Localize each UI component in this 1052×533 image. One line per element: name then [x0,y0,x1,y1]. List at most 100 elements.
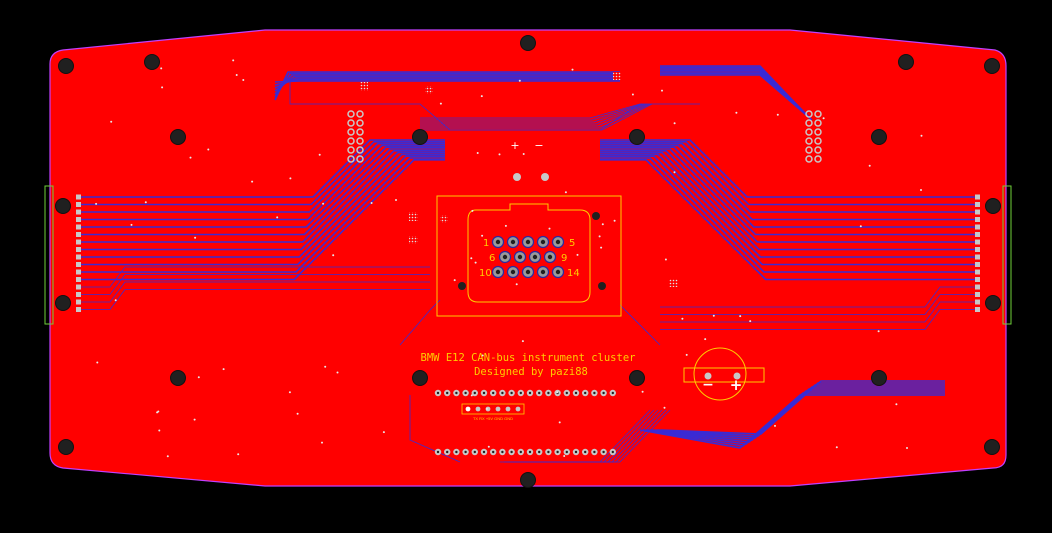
battery-minus-label: − [702,377,714,393]
connector-body-outline [467,203,591,303]
trace-right-low [660,286,975,308]
via [474,261,477,264]
via [471,209,474,212]
edge-pad-left [76,209,81,215]
via [242,79,245,81]
via [222,368,225,371]
via [673,171,676,174]
connector-pin-drill [510,239,516,245]
mounting-hole [170,370,186,386]
copper-traces [81,65,975,449]
edge-pad-left [76,262,81,267]
trace-left-bus [81,159,445,281]
serial-header-pad [495,406,501,412]
via [661,89,663,92]
via [598,235,601,238]
board-title: BMW E12 CAN-bus instrument cluster [421,352,636,364]
mcu-drill-bottom [538,450,541,454]
trace-left-drop [409,395,461,463]
mounting-hole [985,198,1001,214]
edge-pad-right [975,232,980,237]
header-pad [356,110,364,118]
via [704,338,707,341]
via-grid-7 [613,72,621,80]
trace-left-bus [81,144,445,221]
trace-left-bus [81,155,445,266]
mcu-drill-top [436,391,440,395]
via [776,113,779,116]
connector-pin-drill [495,239,501,245]
mcu-drill-bottom [584,450,587,454]
via [920,134,923,137]
edge-pad-right [975,239,980,245]
mcu-drill-top [528,391,532,395]
trace-right-bus [600,155,975,266]
via [613,219,616,222]
edge-pad-left [76,247,81,252]
header-pad [814,119,822,127]
mcu-drill-bottom [556,450,559,454]
via-grid-1 [360,82,368,91]
mcu-drill-top [455,391,458,395]
via [487,445,490,448]
mounting-hole [871,129,887,145]
edge-pad-right [975,292,980,297]
via [470,257,473,260]
via [712,314,715,317]
header-pad [814,146,822,154]
via [556,391,559,394]
via [518,79,521,82]
trace-left-bus [81,146,445,228]
trace-right-low [660,309,975,330]
via-grid-5 [409,236,418,244]
header-pad [356,146,364,154]
mounting-holes [55,35,1001,488]
mcu-drill-bottom [464,450,467,454]
via [321,441,323,444]
connector-pin-14-label: 14 [567,268,580,279]
mcu-drill-top [473,391,476,395]
battery-pad [704,372,712,380]
edge-pad-right [975,209,980,215]
trace-top-left-bus [274,75,620,92]
trace-left-low [81,281,430,303]
mounting-hole [985,295,1001,311]
mcu-drill-bottom [574,450,578,454]
cap-pad [513,173,521,181]
header-pad [347,146,355,154]
serial-header-pad [505,406,511,412]
trace-top-loop [289,80,700,131]
header-pad [805,137,813,145]
via [160,67,163,70]
via [114,299,117,302]
via [571,68,574,71]
trace-top-left-bus [274,78,620,86]
trace-left-low [81,289,430,310]
trace-right-bus [600,159,975,281]
via [663,406,666,409]
via [920,189,922,191]
connector-pin-10-label: 10 [479,268,492,279]
trace-left-bus [81,139,445,198]
via [324,365,327,368]
header-pad [356,119,364,127]
via [504,224,507,227]
via-grid-4 [440,215,448,223]
trace-right-bus [600,151,975,251]
edge-pad-left [76,307,81,312]
mounting-hole [412,370,428,386]
via [859,225,862,228]
header-pad [805,128,813,136]
edge-pad-right [975,202,980,207]
via [336,371,339,374]
via [235,74,238,76]
mounting-hole [520,472,536,488]
edge-pad-right [975,224,980,230]
via-grid-3 [409,212,418,221]
trace-right-bus [600,148,975,236]
header-pad [356,137,364,145]
via [774,424,776,427]
trace-left-bus [81,150,445,243]
mounting-hole [58,439,74,455]
connector-pin-6-label: 6 [489,253,495,264]
